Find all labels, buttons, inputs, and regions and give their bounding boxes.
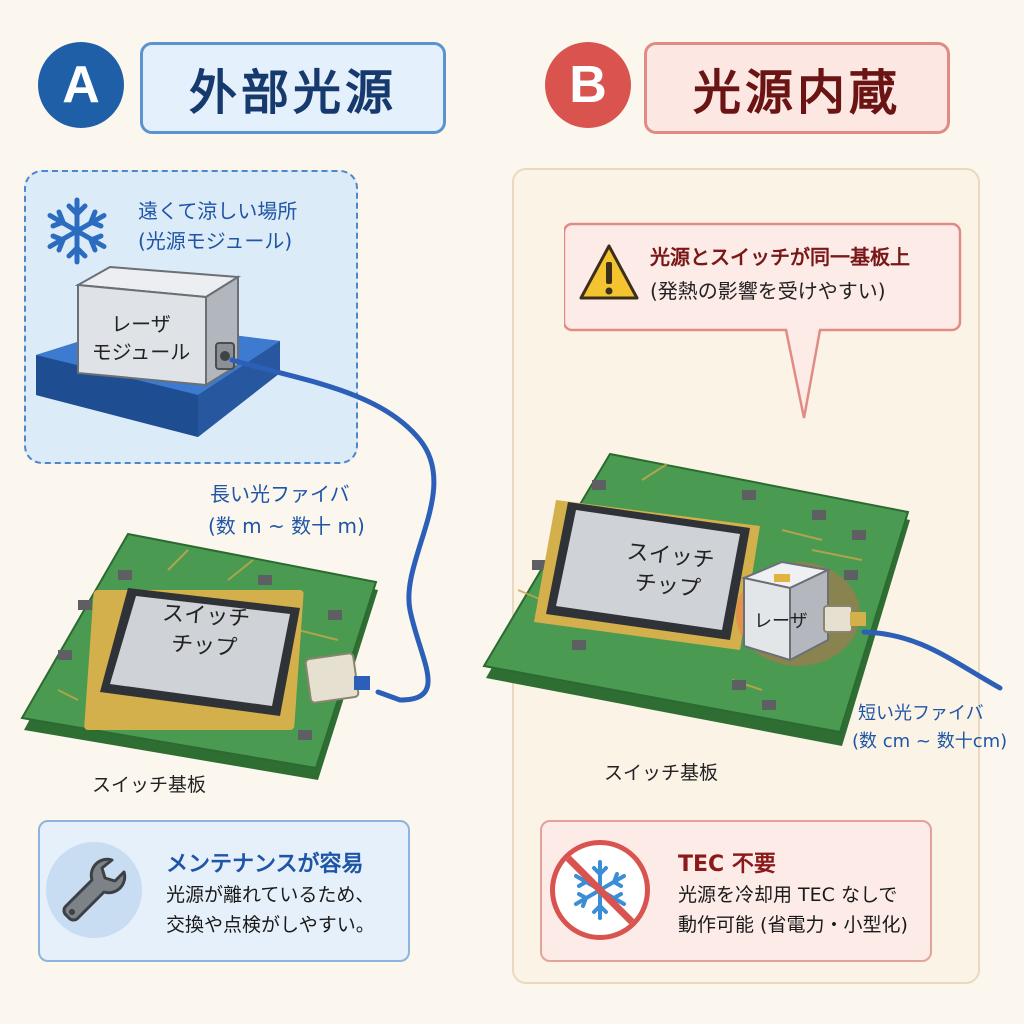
switch-board-right bbox=[482, 452, 910, 746]
maintenance-title: メンテナンスが容易 bbox=[166, 852, 364, 877]
right-board-label: スイッチ基板 bbox=[604, 762, 719, 784]
long-fiber-line2: (数 m ~ 数十 m) bbox=[208, 514, 365, 538]
long-fiber-label: 長い光ファイバ (数 m ~ 数十 m) bbox=[208, 478, 365, 542]
wrench-icon bbox=[62, 857, 127, 922]
left-chip-label: スイッチ チップ bbox=[138, 598, 272, 667]
switch-board-left bbox=[20, 532, 378, 780]
short-fiber-label: 短い光ファイバ (数 cm ~ 数十cm) bbox=[852, 700, 1007, 756]
short-optical-fiber bbox=[861, 629, 1003, 691]
short-fiber-line1: 短い光ファイバ bbox=[858, 703, 984, 724]
title-built-in-light-source: 光源内蔵 bbox=[644, 42, 950, 134]
cool-place-line2: (光源モジュール) bbox=[138, 229, 293, 253]
no-cooling-icon-circle bbox=[550, 840, 650, 940]
tec-free-line2: 動作可能 (省電力・小型化) bbox=[678, 914, 908, 936]
warning-callout-shape bbox=[564, 222, 962, 419]
badge-a: A bbox=[38, 42, 124, 128]
warning-text: 光源とスイッチが同一基板上 (発熱の影響を受けやすい) bbox=[650, 240, 910, 308]
warning-line2: (発熱の影響を受けやすい) bbox=[650, 279, 886, 303]
laser-label-line1: レーザ bbox=[111, 312, 171, 336]
laser-module bbox=[36, 265, 280, 437]
wrench-icon-circle bbox=[46, 842, 142, 938]
warning-icon bbox=[579, 244, 639, 300]
warning-line1: 光源とスイッチが同一基板上 bbox=[650, 245, 910, 269]
long-optical-fiber bbox=[229, 357, 437, 703]
snowflake-icon bbox=[47, 197, 107, 265]
laser-label-line2: モジュール bbox=[91, 340, 191, 364]
maintenance-line1: 光源が離れているため、 bbox=[166, 884, 375, 906]
laser-module-label: レーザ モジュール bbox=[86, 310, 196, 366]
long-fiber-line1: 長い光ファイバ bbox=[210, 482, 350, 506]
tec-free-title: TEC 不要 bbox=[678, 852, 776, 877]
tec-free-body: 光源を冷却用 TEC なしで 動作可能 (省電力・小型化) bbox=[678, 880, 908, 940]
title-external-light-source: 外部光源 bbox=[140, 42, 446, 134]
cool-place-label: 遠くて涼しい場所 (光源モジュール) bbox=[138, 196, 297, 256]
short-fiber-line2: (数 cm ~ 数十cm) bbox=[852, 731, 1008, 752]
cool-place-line1: 遠くて涼しい場所 bbox=[138, 199, 298, 223]
maintenance-line2: 交換や点検がしやすい。 bbox=[166, 914, 375, 936]
badge-b: B bbox=[545, 42, 631, 128]
right-laser-label: レーザ bbox=[754, 611, 808, 632]
no-cooling-icon bbox=[561, 851, 639, 929]
tec-free-line1: 光源を冷却用 TEC なしで bbox=[678, 884, 898, 906]
left-board-label: スイッチ基板 bbox=[92, 774, 207, 796]
maintenance-body: 光源が離れているため、 交換や点検がしやすい。 bbox=[166, 880, 375, 940]
